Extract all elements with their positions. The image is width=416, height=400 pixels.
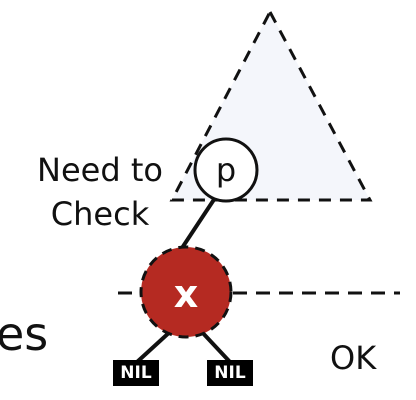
node-x [139, 245, 233, 339]
ok-label: OK [330, 339, 377, 377]
node-p-label: p [215, 151, 237, 189]
check-label: Check [50, 195, 150, 233]
nil-leaf-right: NIL [207, 360, 253, 386]
nil-leaf-left: NIL [113, 360, 159, 386]
node-x-label: x [173, 272, 199, 316]
partial-word-label: es [0, 307, 49, 361]
edge-x-to-nil-left [135, 328, 174, 364]
node-p [193, 137, 259, 203]
edge-p-to-x [176, 196, 217, 256]
need-to-label: Need to [37, 151, 163, 189]
edge-x-to-nil-right [198, 328, 232, 364]
